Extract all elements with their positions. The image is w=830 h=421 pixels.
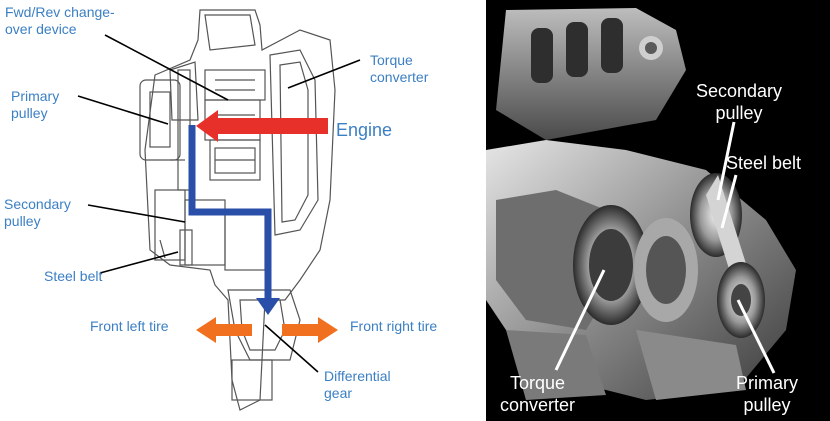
photo-secondary-pulley-label: Secondary pulley	[696, 81, 783, 123]
front-left-tire-label: Front left tire	[90, 318, 169, 334]
steel-belt-label: Steel belt	[44, 268, 103, 284]
photo-steel-belt-label: Steel belt	[726, 153, 802, 173]
power-flow-arrowhead	[256, 298, 280, 315]
engine-arrow-head	[196, 110, 218, 142]
primary-pulley-label: Primary pulley	[11, 88, 60, 121]
front-right-tire-label: Front right tire	[350, 318, 438, 334]
secondary-pulley-label: Secondary pulley	[4, 196, 71, 229]
photo-torque-converter-label: Torque converter	[500, 373, 576, 415]
transmission-photo: Secondary pulley Steel belt Torque conve…	[486, 0, 830, 421]
transmission-cross-section-diagram: Fwd/Rev change- over device Torque conve…	[4, 4, 438, 411]
photo-primary-pulley-label: Primary pulley	[736, 373, 798, 415]
engine-arrow-shaft	[215, 118, 328, 134]
engine-label: Engine	[336, 120, 393, 140]
torque-converter-label: Torque converter	[370, 52, 429, 85]
differential-gear-label: Differential gear	[324, 368, 391, 401]
transmission-photo-illustration	[486, 8, 796, 400]
front-right-tire-arrow	[282, 317, 338, 343]
cross-section-drawing	[77, 9, 361, 411]
power-flow-path	[188, 125, 272, 300]
fwd-rev-changeover-label: Fwd/Rev change- over device	[5, 4, 115, 37]
front-left-tire-arrow	[196, 317, 252, 343]
